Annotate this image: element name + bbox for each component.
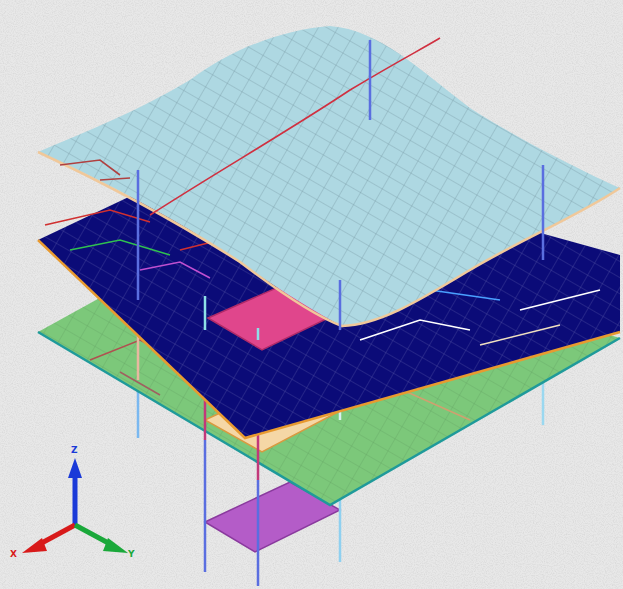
axis-triad — [22, 458, 128, 553]
axis-label: Z — [71, 446, 78, 455]
fault-lines-upper — [60, 38, 440, 215]
wells-upper — [138, 40, 543, 340]
axis-label: Y — [128, 550, 135, 559]
axis-label: X — [10, 550, 17, 559]
upper-surface — [38, 26, 620, 326]
